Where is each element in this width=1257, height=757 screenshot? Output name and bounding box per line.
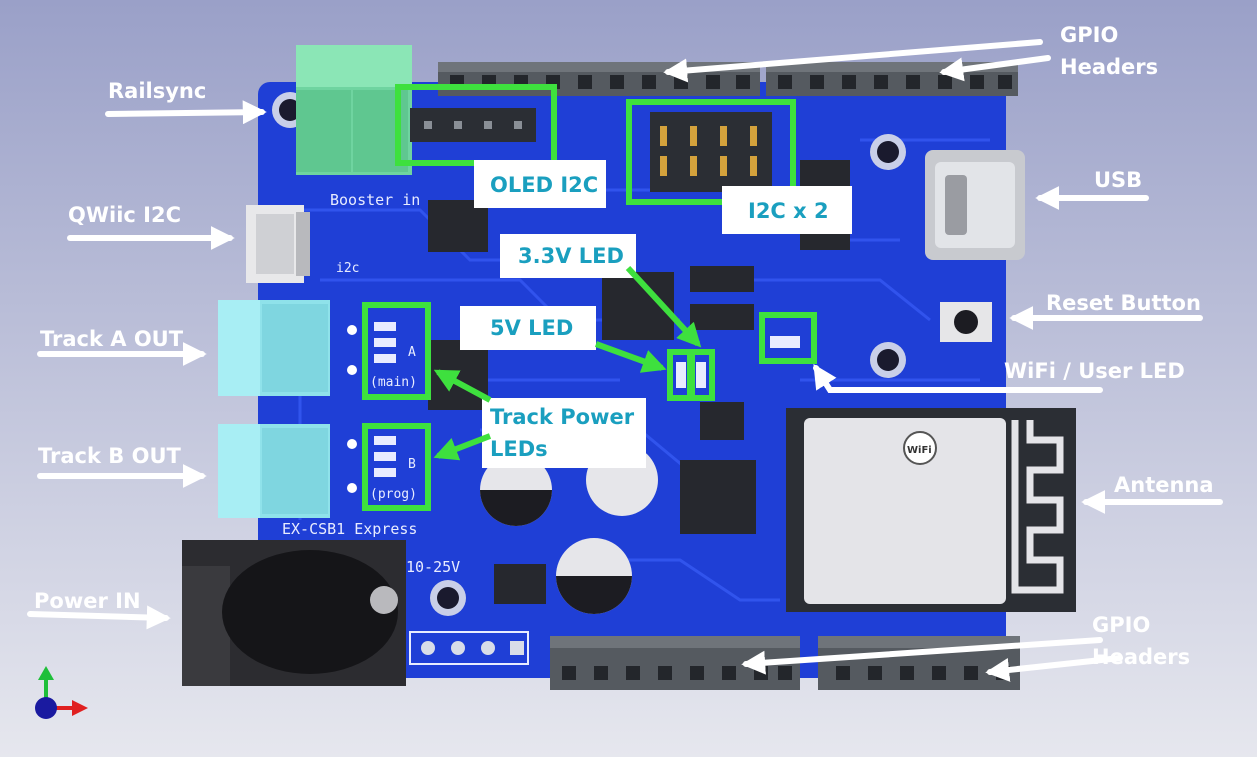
arrow-wifi-led bbox=[813, 363, 1103, 393]
silk-channel-b: B bbox=[408, 457, 416, 472]
label-gpio-bottom-1: GPIO bbox=[1092, 613, 1150, 637]
mounting-hole bbox=[430, 580, 466, 616]
silk-board-name: EX-CSB1 Express bbox=[282, 520, 417, 538]
mounting-hole bbox=[870, 134, 906, 170]
power-jack bbox=[182, 540, 406, 686]
arrow-track-a-leds bbox=[433, 369, 492, 403]
qwiic-connector bbox=[246, 205, 310, 283]
oled-header bbox=[410, 108, 536, 142]
svg-text:Track Power: Track Power bbox=[490, 405, 635, 429]
silk-i2c: i2c bbox=[336, 261, 359, 276]
label-reset-button: Reset Button bbox=[1046, 291, 1201, 315]
silk-main: (main) bbox=[370, 375, 417, 390]
callout-i2c-x2: I2C x 2 bbox=[722, 186, 852, 234]
silk-channel-a: A bbox=[408, 345, 416, 360]
svg-text:I2C x 2: I2C x 2 bbox=[748, 199, 829, 223]
usb-c-connector bbox=[925, 150, 1025, 260]
label-track-a-out: Track A OUT bbox=[40, 327, 184, 351]
track-b-terminal bbox=[218, 424, 357, 518]
arrow-power-in bbox=[27, 605, 171, 630]
capacitor bbox=[556, 538, 632, 614]
wifi-logo-text: WiFi bbox=[907, 445, 932, 456]
label-railsync: Railsync bbox=[108, 79, 206, 103]
reset-button bbox=[940, 302, 992, 342]
svg-text:OLED I2C: OLED I2C bbox=[490, 173, 598, 197]
label-qwiic-i2c: QWiic I2C bbox=[68, 203, 181, 227]
silk-prog: (prog) bbox=[370, 487, 417, 502]
arrow-gpio-top-2 bbox=[939, 55, 1051, 82]
arrow-3v3-led bbox=[625, 265, 702, 348]
esp32-module: WiFi bbox=[786, 408, 1076, 612]
arrow-gpio-bottom-1 bbox=[741, 637, 1103, 675]
gpio-header-bottom-right bbox=[818, 636, 1020, 690]
track-a-terminal bbox=[218, 300, 357, 396]
highlight-track-a-leds bbox=[362, 302, 431, 400]
label-power-in: Power IN bbox=[34, 589, 141, 613]
svg-text:LEDs: LEDs bbox=[490, 437, 548, 461]
arrow-railsync bbox=[105, 100, 267, 125]
axis-gizmo bbox=[35, 666, 88, 719]
capacitor bbox=[480, 454, 552, 526]
highlight-i2c-x2 bbox=[626, 99, 796, 205]
arrow-gpio-top-1 bbox=[663, 39, 1043, 83]
i2c-header-pins bbox=[650, 112, 772, 192]
label-track-b-out: Track B OUT bbox=[38, 444, 181, 468]
svg-text:3.3V LED: 3.3V LED bbox=[518, 244, 624, 268]
callout-3v3-led: 3.3V LED bbox=[500, 234, 636, 278]
label-antenna: Antenna bbox=[1114, 473, 1214, 497]
mounting-hole bbox=[870, 342, 906, 378]
silk-booster-in: Booster in bbox=[330, 191, 420, 209]
highlight-track-b-leds bbox=[362, 423, 431, 511]
callout-track-power-leds: Track Power LEDs bbox=[482, 398, 646, 468]
label-gpio-top-2: Headers bbox=[1060, 55, 1158, 79]
ic-chip bbox=[428, 200, 488, 252]
railsync-connector bbox=[296, 45, 412, 175]
callout-oled-i2c: OLED I2C bbox=[474, 160, 606, 208]
callout-5v-led: 5V LED bbox=[460, 306, 596, 350]
silk-voltage: 10-25V bbox=[406, 558, 460, 576]
highlight-wifi-led bbox=[759, 312, 817, 364]
label-wifi-user-led: WiFi / User LED bbox=[1004, 359, 1185, 383]
arrow-track-b-leds bbox=[433, 433, 492, 461]
ic-chip bbox=[494, 564, 546, 604]
gpio-header-bottom-left bbox=[550, 636, 800, 690]
track-leds-parts bbox=[374, 322, 800, 477]
label-usb: USB bbox=[1094, 168, 1142, 192]
pin-footprint bbox=[409, 631, 529, 665]
highlight-5v-led bbox=[667, 349, 695, 401]
arrow-5v-led bbox=[594, 341, 667, 373]
ic-chip bbox=[680, 460, 756, 534]
ic-chip bbox=[428, 340, 488, 410]
label-gpio-bottom-2: Headers bbox=[1092, 645, 1190, 669]
svg-text:5V LED: 5V LED bbox=[490, 316, 573, 340]
arrow-gpio-bottom-2 bbox=[985, 655, 1123, 682]
label-gpio-top-1: GPIO bbox=[1060, 23, 1118, 47]
ic-chip bbox=[700, 402, 744, 440]
